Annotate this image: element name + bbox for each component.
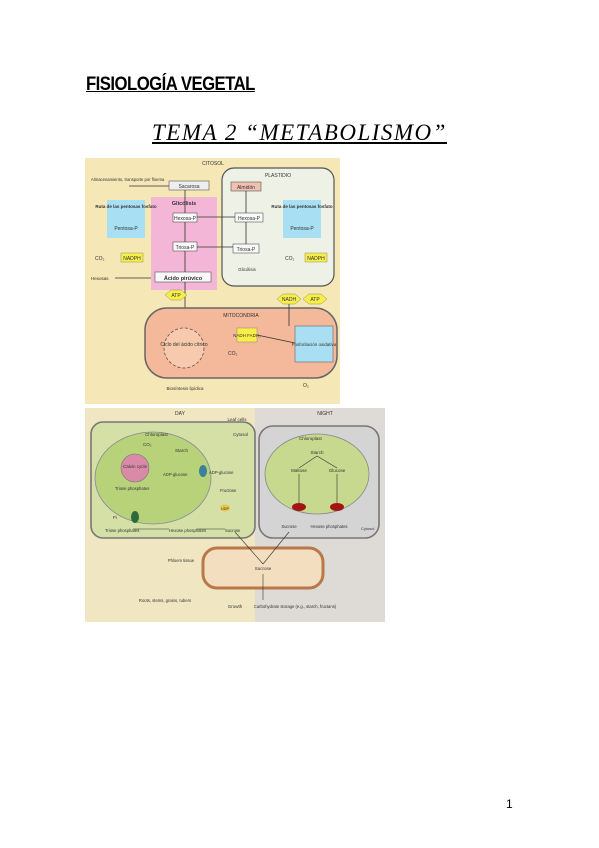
udp-label: UDP [221, 507, 229, 511]
night-label: NIGHT [317, 411, 333, 417]
cytosol-label: CITOSOL [202, 161, 224, 167]
oxphos-label: Fosforilación oxidativa [292, 342, 337, 347]
page-title: TEMA 2 “METABOLISMO” [152, 120, 447, 145]
pentose-p-left-label: Pentosa-P [114, 226, 138, 232]
o2-label: O₂ [303, 383, 309, 389]
glucose-label: Glucose [329, 468, 346, 473]
subject-heading: FISIOLOGÍA VEGETAL [86, 74, 255, 95]
triose-p-right-label: Triosa-P [237, 247, 256, 253]
day-night-diagram: DAY NIGHT Leaf cells Chloroplast Cytosol… [85, 408, 385, 622]
sucrose-cytosol-label: Sacarosa [178, 184, 199, 190]
metabolism-diagram: CITOSOL PLASTIDIO Almacenamiento, transp… [85, 158, 340, 404]
storage-label: Carbohydrate storage (e.g., starch, fruc… [254, 604, 337, 609]
pi-label: Pi [113, 515, 117, 520]
transporter-blue [199, 465, 207, 477]
growth-label: Growth [228, 604, 243, 609]
adp-glucose-1-label: ADP-glucose [163, 472, 188, 477]
sucrose-phloem-label: Sucrose [255, 566, 272, 571]
pentose-route-right-box [283, 200, 321, 238]
nadph-left-label: NADPH [123, 256, 141, 262]
calvin-cycle [120, 453, 150, 483]
co2-right-label: CO₂ [285, 256, 295, 262]
atp-left-label: ATP [171, 293, 181, 299]
triose-phosphates-in-label: Triose phosphates [115, 486, 149, 491]
calvin-label: Calvin cycle [123, 464, 148, 469]
starch-label: Almidón [237, 185, 255, 191]
transporter-red-right [330, 503, 344, 511]
krebs-cycle [163, 327, 205, 369]
plastid-label: PLASTIDIO [265, 173, 291, 179]
hexose-p-right-label: Hexosa-P [238, 216, 261, 222]
co2-label: CO₂ [143, 442, 152, 447]
page-number: 1 [506, 797, 513, 811]
day-label: DAY [175, 411, 186, 417]
sucrose-day-label: Sucrose [225, 528, 241, 533]
phloem-label: Phloem tissue [168, 558, 195, 563]
pyruvate-label: Ácido pirúvico [164, 275, 203, 282]
triose-phosphates-out-label: Triose phosphates [105, 528, 139, 533]
day-chloroplast [94, 431, 212, 525]
transporter-red-left [292, 503, 306, 511]
sinks-label: Roots, stems, grains, tubers [139, 598, 191, 603]
starch-night-label: Starch [310, 450, 324, 455]
nadph-right-label: NADPH [307, 256, 325, 262]
pentose-route-left-box [107, 200, 145, 238]
mitochondrion-label: MITOCONDRIA [223, 313, 259, 319]
sucrose-night-label: Sucrose [281, 524, 297, 529]
krebs-label: Ciclo del ácido cítrico [160, 342, 207, 348]
triose-p-left-label: Triosa-P [176, 245, 195, 251]
chloroplast-night-label: Chloroplast [299, 436, 323, 441]
night-chloroplast [264, 433, 370, 515]
co2-mito-label: CO₂ [228, 351, 238, 357]
cytosol-day-label: Cytosol [233, 432, 248, 437]
starch-day-label: Starch [175, 448, 189, 453]
leaf-cells-label: Leaf cells [227, 417, 247, 422]
pentose-route-left-label: Ruta de las pentosas fosfato [95, 204, 157, 209]
pentose-route-right-label: Ruta de las pentosas fosfato [271, 204, 333, 209]
adp-glucose-2-label: ADP-glucose [209, 470, 234, 475]
transporter-green [131, 511, 139, 523]
nadh-fadh-label: NADH FADH₂ [233, 333, 261, 338]
atp-right-label: ATP [310, 297, 320, 303]
maltose-label: Maltose [291, 468, 307, 473]
glycolysis-label: Glicólisis [172, 201, 196, 207]
hexoses-label: Hexosas [91, 276, 109, 281]
lipids-label: Biosíntesis lipídica [166, 386, 204, 391]
fructose-label: Fructose [220, 488, 237, 493]
glycolysis-plastid-label: Glicólisis [238, 267, 257, 272]
hexose-p-left-label: Hexosa-P [174, 216, 197, 222]
hexose-phosphates-night-label: Hexose phosphates [310, 524, 347, 529]
nadh-label: NADH [282, 297, 297, 303]
hexose-phosphates-day-label: Hexose phosphates [169, 528, 206, 533]
pentose-p-right-label: Pentosa-P [290, 226, 314, 232]
cytosol-night-label: Cytosol [361, 526, 374, 531]
chloroplast-day-label: Chloroplast [145, 432, 169, 437]
storage-intake-label: Almacenamiento, transporte por floema [91, 177, 165, 182]
co2-left-label: CO₂ [95, 256, 105, 262]
